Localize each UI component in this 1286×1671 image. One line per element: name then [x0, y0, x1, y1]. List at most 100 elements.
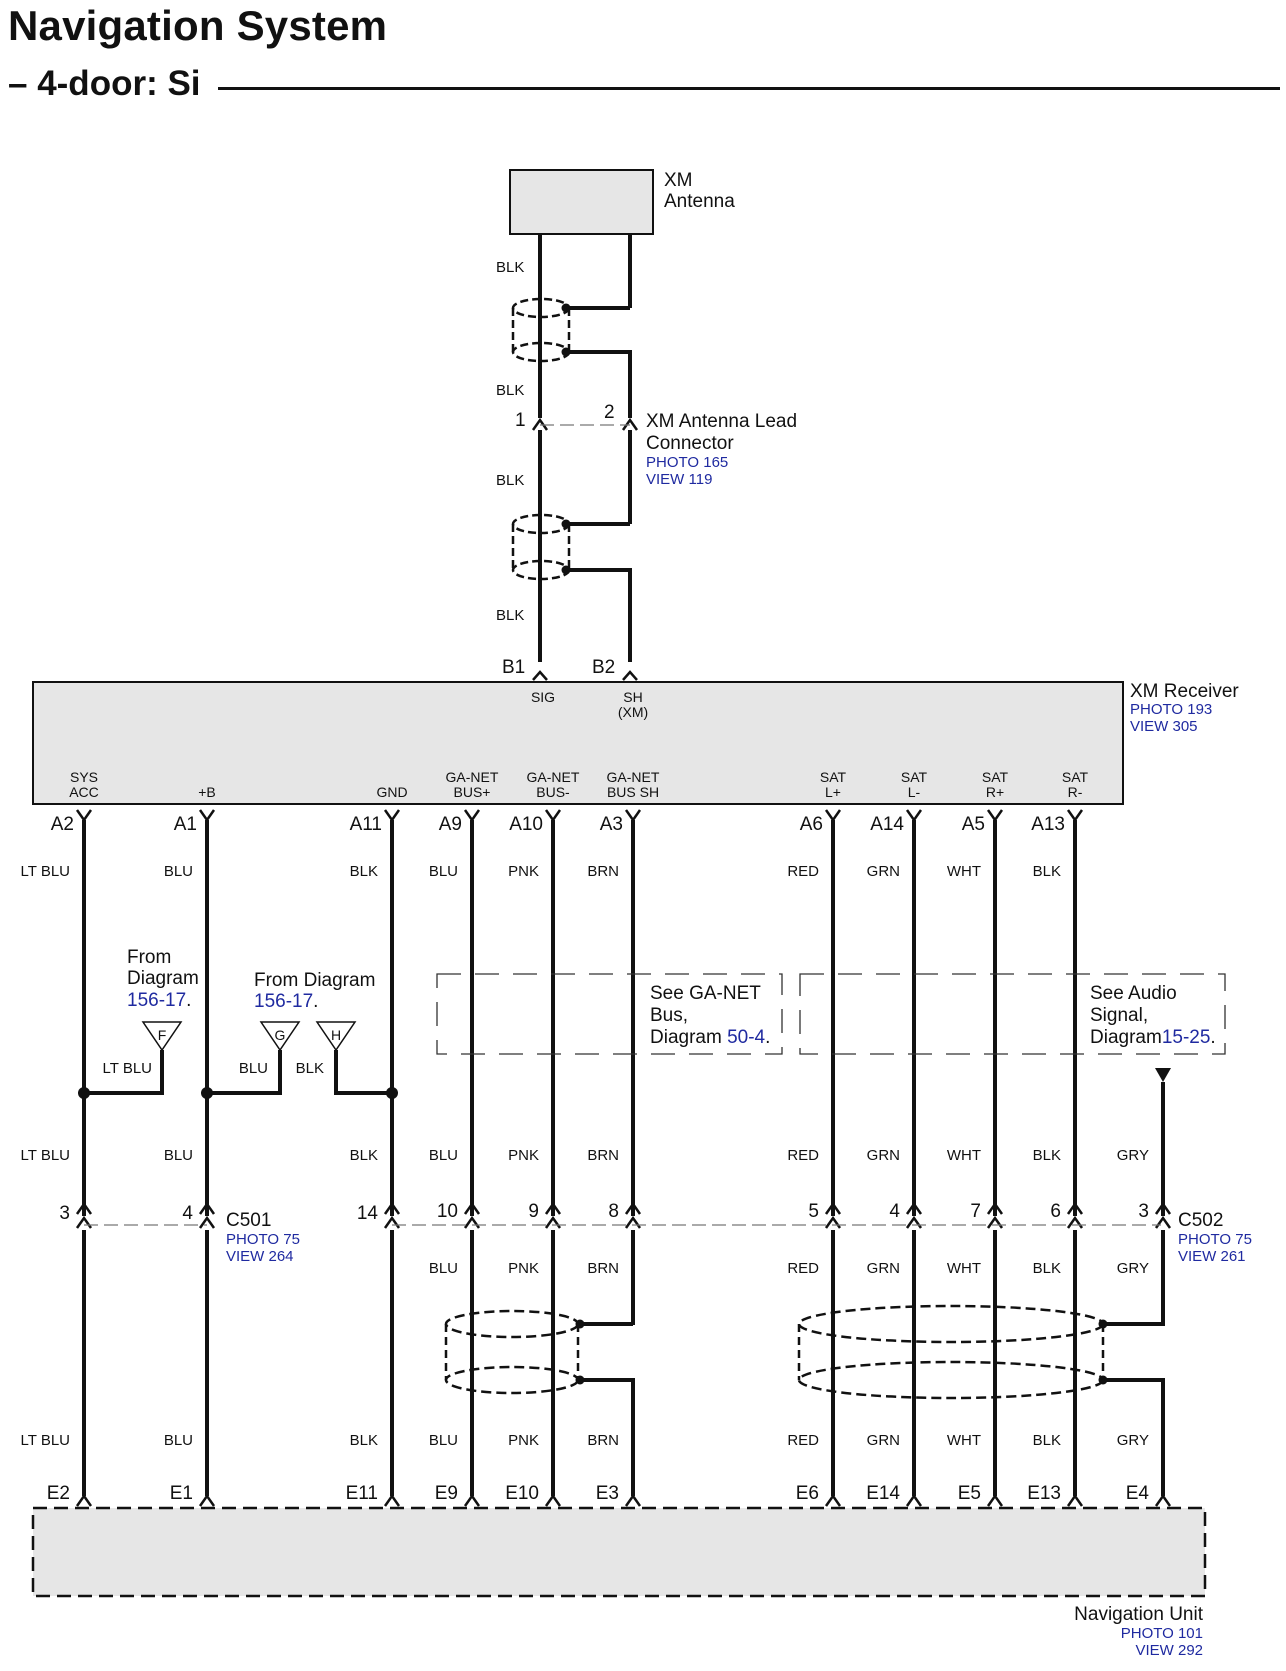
c501-view: VIEW 264 — [226, 1248, 294, 1265]
navigation-unit-pin: E3 — [596, 1483, 619, 1504]
c501-pin: 14 — [357, 1203, 379, 1224]
xm-receiver-top-pin: B1 — [502, 657, 525, 678]
wire-color-label: BRN — [587, 1147, 619, 1164]
connector-icon — [75, 809, 93, 823]
from-diagram-1-l2: Diagram — [127, 968, 199, 989]
splice-letter: H — [331, 1027, 341, 1043]
subtitle: – 4-door: Si — [8, 64, 215, 104]
wire-color-label: BLK — [1033, 1147, 1061, 1164]
wire-color-label: GRN — [867, 1147, 900, 1164]
lead-connector-label-1: XM Antenna Lead — [646, 411, 797, 432]
connector-icon — [198, 1201, 216, 1215]
connector-icon — [544, 1201, 562, 1215]
c502-label: C502 — [1178, 1210, 1223, 1231]
c501-label: C501 — [226, 1210, 271, 1231]
audio-note-bg — [1086, 980, 1220, 1048]
from-diagram-2-link[interactable]: 156-17. — [254, 991, 318, 1012]
wire-color-label: BLU — [164, 1147, 193, 1164]
xm-receiver-terminal-label: BUS- — [536, 784, 570, 800]
wire-color-lead-bottom: BLK — [496, 607, 524, 624]
splice-letter: F — [158, 1027, 167, 1043]
wire-color-label: BRN — [587, 1260, 619, 1277]
arrow-icon — [1155, 1068, 1171, 1082]
c502-pin: 10 — [437, 1201, 458, 1222]
xm-receiver-pin: A2 — [51, 814, 74, 835]
connector-icon — [544, 1493, 562, 1507]
wire — [207, 1050, 282, 1095]
connector-icon — [383, 1201, 401, 1215]
connector-icon — [1066, 1201, 1084, 1215]
wire-color-label: BLK — [350, 1147, 378, 1164]
xm-antenna-box — [509, 169, 654, 235]
connector-icon — [463, 1201, 481, 1215]
wire-color-label: PNK — [508, 863, 539, 880]
connector-icon — [824, 809, 842, 823]
see-ganet-link[interactable]: Diagram 50-4. — [650, 1027, 770, 1048]
connector-icon — [824, 1201, 842, 1215]
connector-icon — [624, 1201, 642, 1215]
ganet-dashed-box — [436, 973, 783, 1055]
wire-color-label: RED — [787, 863, 819, 880]
xm-receiver-terminal-label: GA-NET — [527, 769, 580, 785]
wire-color-label: GRY — [1117, 1260, 1149, 1277]
connector-icon — [824, 1493, 842, 1507]
xm-receiver-terminal-label: L- — [908, 784, 921, 800]
audio-dashed-box — [799, 973, 1226, 1055]
connector-icon — [624, 809, 642, 823]
wire-color-lead-mid: BLK — [496, 472, 524, 489]
xm-receiver-terminal-label: R- — [1068, 784, 1083, 800]
xm-receiver-pin: A9 — [439, 814, 462, 835]
navigation-unit-view: VIEW 292 — [1135, 1642, 1203, 1659]
wire-color-label: BLU — [429, 1260, 458, 1277]
see-audio-link[interactable]: Diagram15-25. — [1090, 1027, 1216, 1048]
ganet-note-bg — [646, 980, 776, 1048]
splice-dot-icon — [561, 303, 571, 313]
splice-dot-icon — [201, 1087, 213, 1099]
connector-icon — [1066, 809, 1084, 823]
wire-color-label: BLU — [164, 863, 193, 880]
xm-receiver-terminal-label: BUS SH — [607, 784, 659, 800]
from-diagram-1-link[interactable]: 156-17. — [127, 990, 191, 1011]
wire-color-label: BLK — [350, 1432, 378, 1449]
connector-icon — [905, 1201, 923, 1215]
connector-icon — [905, 1215, 923, 1229]
connector-icon — [532, 670, 548, 681]
harness-labels: SYSACCA2+BA1GNDA11GA-NETBUS+A9GA-NETBUS-… — [21, 769, 1188, 1549]
navigation-unit-pin: E1 — [170, 1483, 193, 1504]
connector-icon — [624, 1215, 642, 1229]
connector-icon — [198, 809, 216, 823]
xm-receiver-top-pin: B2 — [592, 657, 615, 678]
splice-dot-icon — [561, 347, 571, 357]
wire — [1103, 1378, 1165, 1496]
connector-icon — [1154, 1201, 1172, 1215]
splice-wire-color: BLU — [239, 1060, 268, 1077]
splice-dot-icon — [561, 565, 571, 575]
c502-view: VIEW 261 — [1178, 1248, 1246, 1265]
xm-antenna-label-2: Antenna — [664, 191, 735, 212]
navigation-unit-box — [31, 1506, 1207, 1598]
connector-icon — [383, 1493, 401, 1507]
xm-receiver-terminal-label: R+ — [986, 784, 1004, 800]
connector-icon — [383, 809, 401, 823]
wire-color-label: WHT — [947, 1260, 981, 1277]
navigation-unit-pin: E11 — [346, 1483, 378, 1504]
wire-color-label: BRN — [587, 1432, 619, 1449]
c502-pin: 3 — [1138, 1201, 1149, 1222]
xm-receiver-pin: A11 — [350, 814, 382, 835]
connector-icon — [1154, 1215, 1172, 1229]
c502-pin: 5 — [808, 1201, 819, 1222]
lead-pin-2: 2 — [604, 402, 615, 423]
xm-receiver-box — [32, 681, 1124, 805]
splice-wire-color: LT BLU — [103, 1060, 152, 1077]
xm-receiver-terminal-label: SAT — [901, 769, 928, 785]
connector-icon — [624, 1493, 642, 1507]
wire-color-label: LT BLU — [21, 1432, 70, 1449]
navigation-unit-label: Navigation Unit — [1074, 1604, 1204, 1625]
xm-receiver-pin: A6 — [800, 814, 823, 835]
connector-icon — [824, 1215, 842, 1229]
navigation-unit-pin: E14 — [866, 1483, 900, 1504]
navigation-unit-pin: E2 — [47, 1483, 70, 1504]
xm-receiver-pin: A5 — [962, 814, 985, 835]
